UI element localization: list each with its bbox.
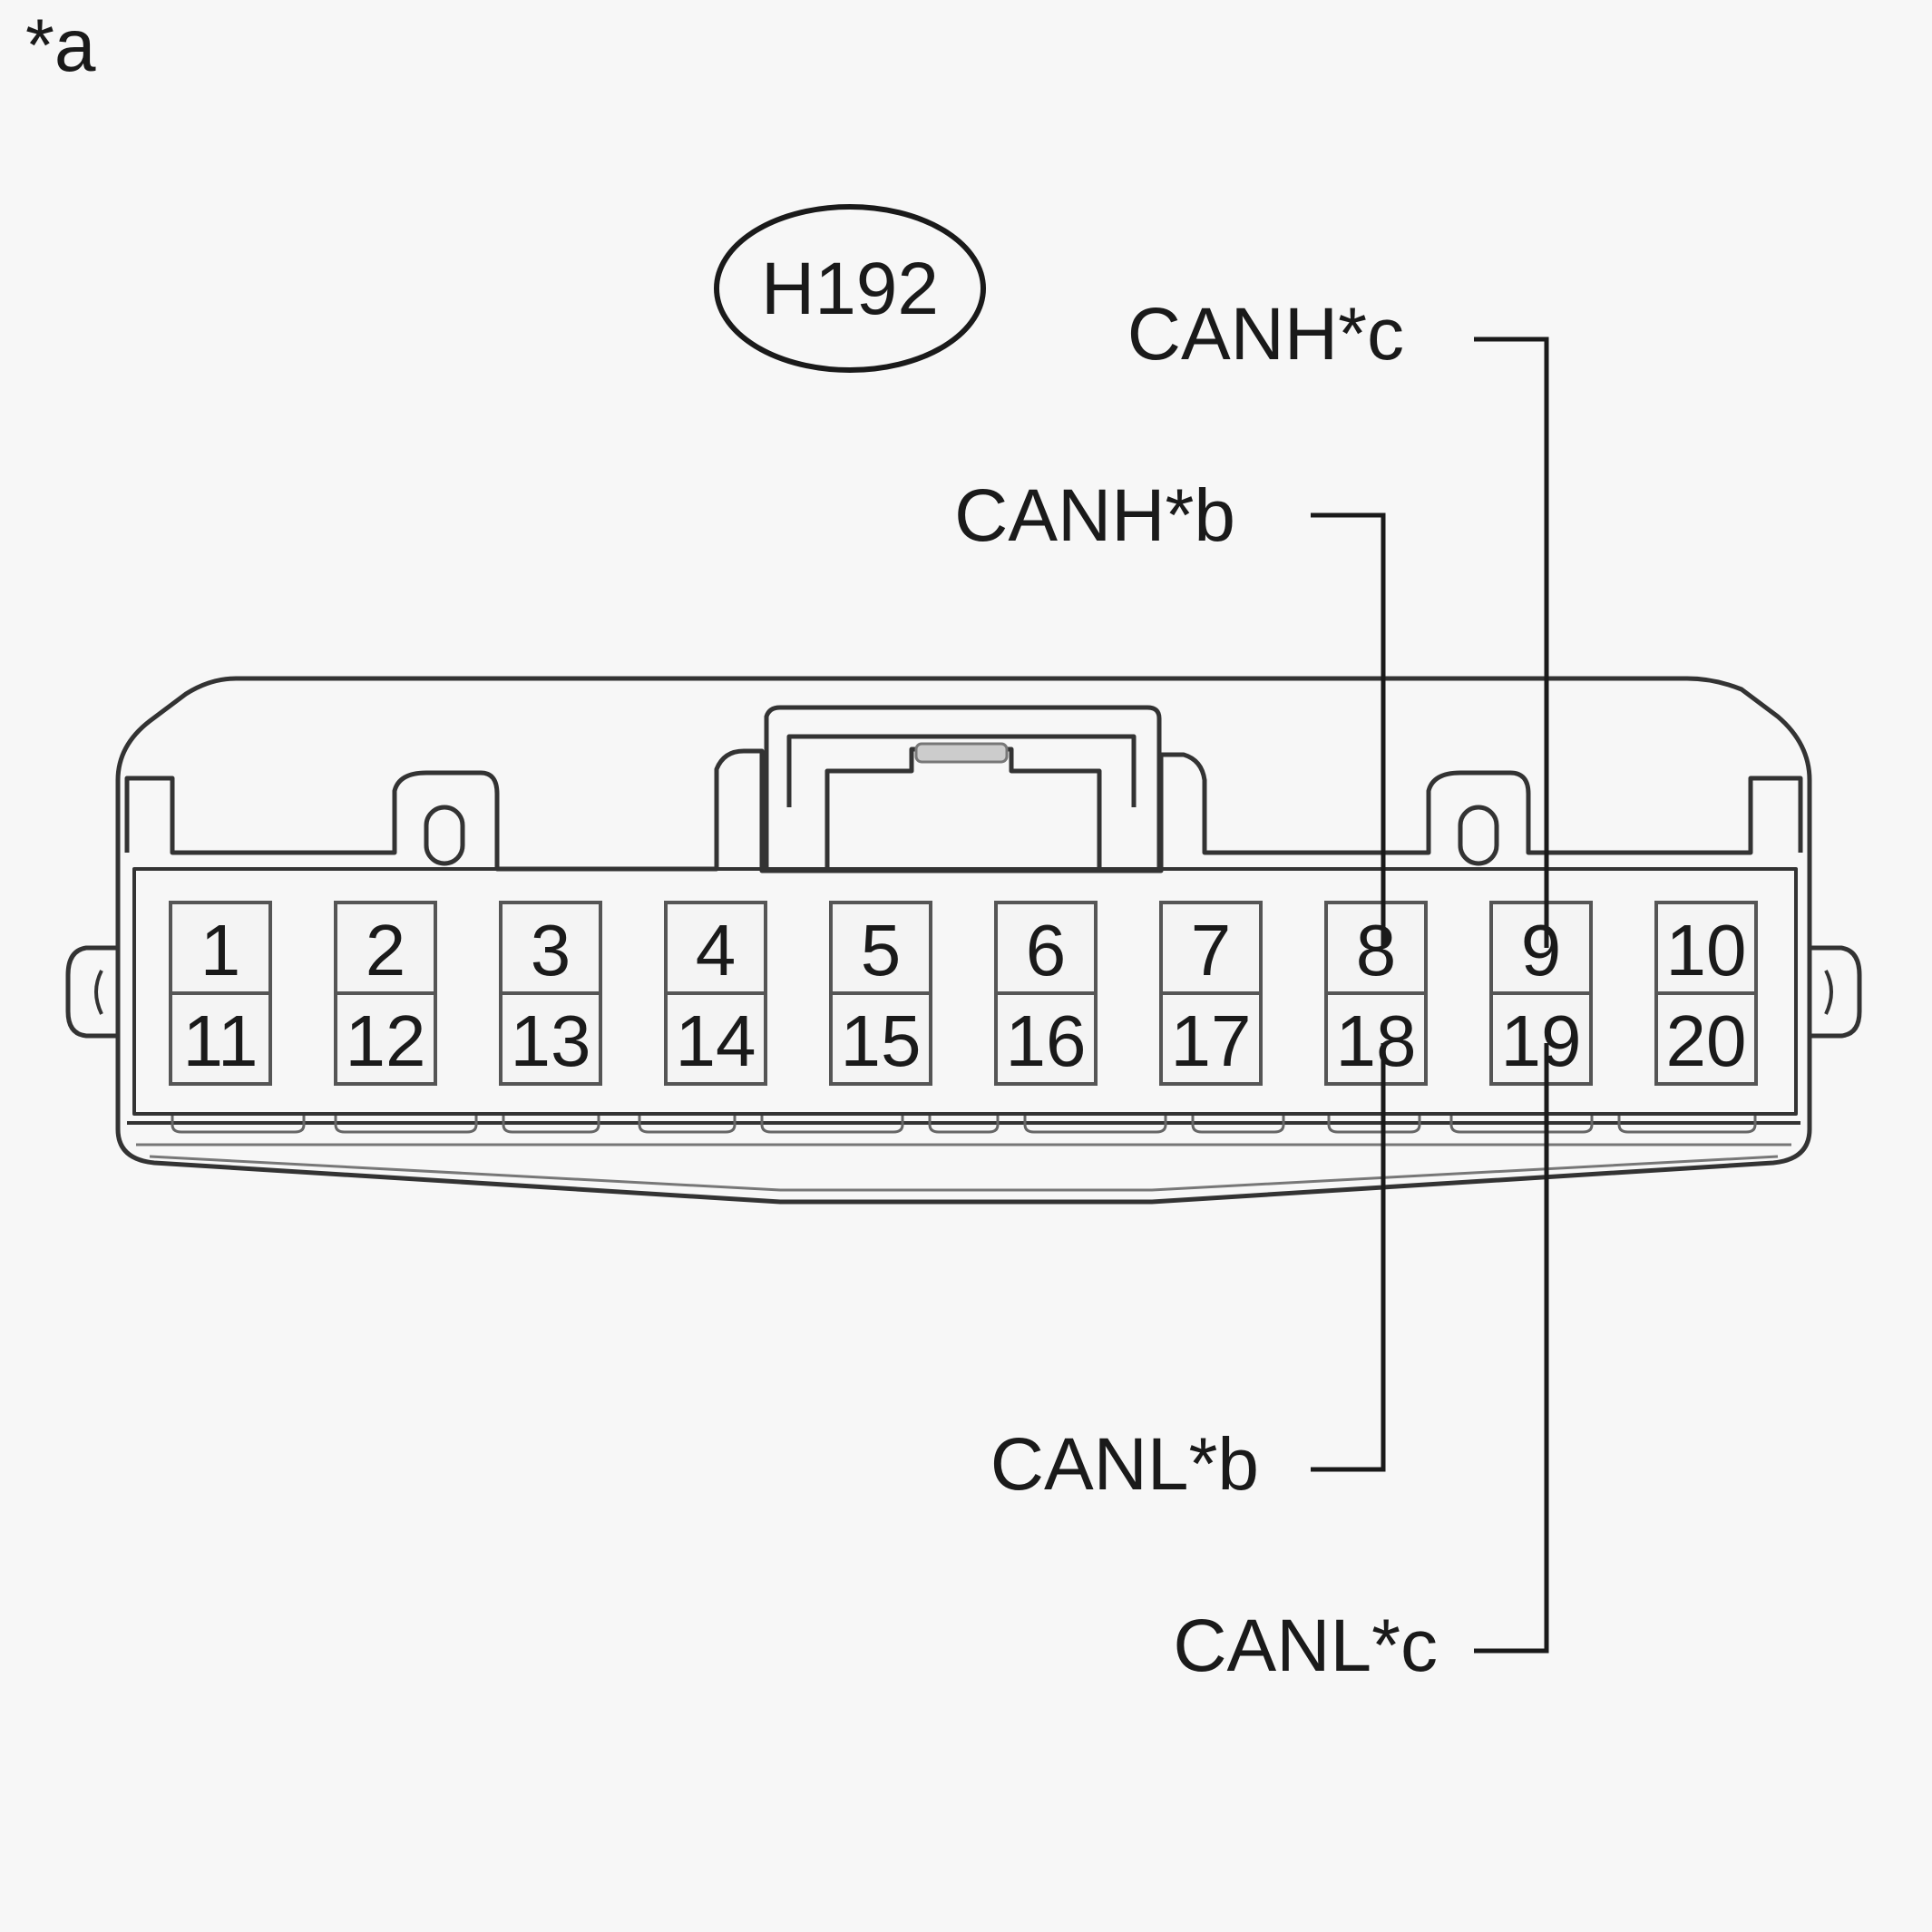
terminal-cavity bbox=[1159, 991, 1263, 1086]
rib-slot bbox=[760, 1116, 904, 1134]
callout-leaders bbox=[1311, 337, 1549, 1654]
terminal-13: 13 bbox=[499, 991, 602, 1086]
terminal-cavity bbox=[499, 901, 602, 995]
terminal-number: 2 bbox=[366, 910, 406, 990]
leader-canl-b bbox=[1311, 1043, 1386, 1472]
rib-slot bbox=[1449, 1116, 1594, 1134]
terminal-cavity bbox=[994, 901, 1098, 995]
terminal-6: 6 bbox=[994, 901, 1098, 995]
terminal-number: 18 bbox=[1336, 1000, 1417, 1081]
terminal-cavity bbox=[169, 901, 272, 995]
rib-slot bbox=[502, 1116, 600, 1134]
figure-marker: *a bbox=[25, 5, 96, 87]
connector-code-label: H192 bbox=[761, 248, 939, 330]
terminal-20: 20 bbox=[1654, 991, 1758, 1086]
terminal-number: 6 bbox=[1026, 910, 1067, 990]
callout-canh-c: CANH*c bbox=[1127, 293, 1404, 376]
terminal-17: 17 bbox=[1159, 991, 1263, 1086]
terminal-cavity bbox=[334, 991, 437, 1086]
terminal-cavity bbox=[499, 991, 602, 1086]
terminal-cavity bbox=[169, 991, 272, 1086]
connector-ribs bbox=[171, 1116, 1757, 1134]
terminal-3: 3 bbox=[499, 901, 602, 995]
leader-canh-b bbox=[1311, 512, 1386, 948]
terminal-cavity bbox=[664, 901, 767, 995]
terminal-number: 9 bbox=[1521, 910, 1562, 990]
terminal-cavity bbox=[1159, 901, 1263, 995]
terminal-number: 12 bbox=[346, 1000, 426, 1081]
terminal-cavity bbox=[1654, 991, 1758, 1086]
terminal-number: 20 bbox=[1666, 1000, 1747, 1081]
terminal-4: 4 bbox=[664, 901, 767, 995]
callout-canl-c: CANL*c bbox=[1173, 1605, 1438, 1687]
terminal-12: 12 bbox=[334, 991, 437, 1086]
terminal-5: 5 bbox=[829, 901, 932, 995]
rib-slot bbox=[638, 1116, 737, 1134]
rib-slot bbox=[1023, 1116, 1167, 1134]
terminal-number: 3 bbox=[531, 910, 571, 990]
rib-slot bbox=[928, 1116, 1000, 1134]
rib-slot bbox=[1617, 1116, 1757, 1134]
rib-slot bbox=[334, 1116, 478, 1134]
terminal-16: 16 bbox=[994, 991, 1098, 1086]
terminal-cavity bbox=[1489, 991, 1593, 1086]
terminal-cavity bbox=[829, 901, 932, 995]
terminal-14: 14 bbox=[664, 991, 767, 1086]
terminal-7: 7 bbox=[1159, 901, 1263, 995]
terminal-number: 10 bbox=[1666, 910, 1747, 990]
terminal-cavity bbox=[1324, 901, 1428, 995]
rib-slot bbox=[1191, 1116, 1285, 1134]
terminal-number: 14 bbox=[676, 1000, 756, 1081]
terminal-number: 19 bbox=[1501, 1000, 1582, 1081]
leader-canh-c bbox=[1474, 337, 1549, 948]
terminal-11: 11 bbox=[169, 991, 272, 1086]
terminal-number: 5 bbox=[861, 910, 902, 990]
terminal-cavity bbox=[334, 901, 437, 995]
terminal-number: 1 bbox=[200, 910, 241, 990]
rib-slot bbox=[171, 1116, 306, 1134]
terminal-8: 8 bbox=[1324, 901, 1428, 995]
terminal-2: 2 bbox=[334, 901, 437, 995]
terminal-number: 13 bbox=[511, 1000, 591, 1081]
terminal-18: 18 bbox=[1324, 991, 1428, 1086]
terminal-number: 11 bbox=[182, 1000, 258, 1081]
terminal-number: 4 bbox=[696, 910, 737, 990]
terminal-19: 19 bbox=[1489, 991, 1593, 1086]
terminal-cavity bbox=[664, 991, 767, 1086]
terminal-cavity bbox=[829, 991, 932, 1086]
terminal-number: 8 bbox=[1356, 910, 1397, 990]
connector-code-badge: H192 bbox=[714, 204, 986, 373]
terminal-1: 1 bbox=[169, 901, 272, 995]
terminal-number: 16 bbox=[1006, 1000, 1087, 1081]
rib-slot bbox=[1327, 1116, 1421, 1134]
connector-housing bbox=[65, 676, 1862, 1205]
terminal-number: 7 bbox=[1191, 910, 1232, 990]
terminal-10: 10 bbox=[1654, 901, 1758, 995]
terminal-number: 15 bbox=[841, 1000, 922, 1081]
callout-canl-b: CANL*b bbox=[990, 1423, 1259, 1506]
terminal-number: 17 bbox=[1171, 1000, 1252, 1081]
leader-canl-c bbox=[1474, 1043, 1549, 1654]
terminal-9: 9 bbox=[1489, 901, 1593, 995]
callout-canh-b: CANH*b bbox=[954, 474, 1235, 557]
terminal-cavity bbox=[1324, 991, 1428, 1086]
terminal-cavity bbox=[994, 991, 1098, 1086]
terminal-15: 15 bbox=[829, 991, 932, 1086]
